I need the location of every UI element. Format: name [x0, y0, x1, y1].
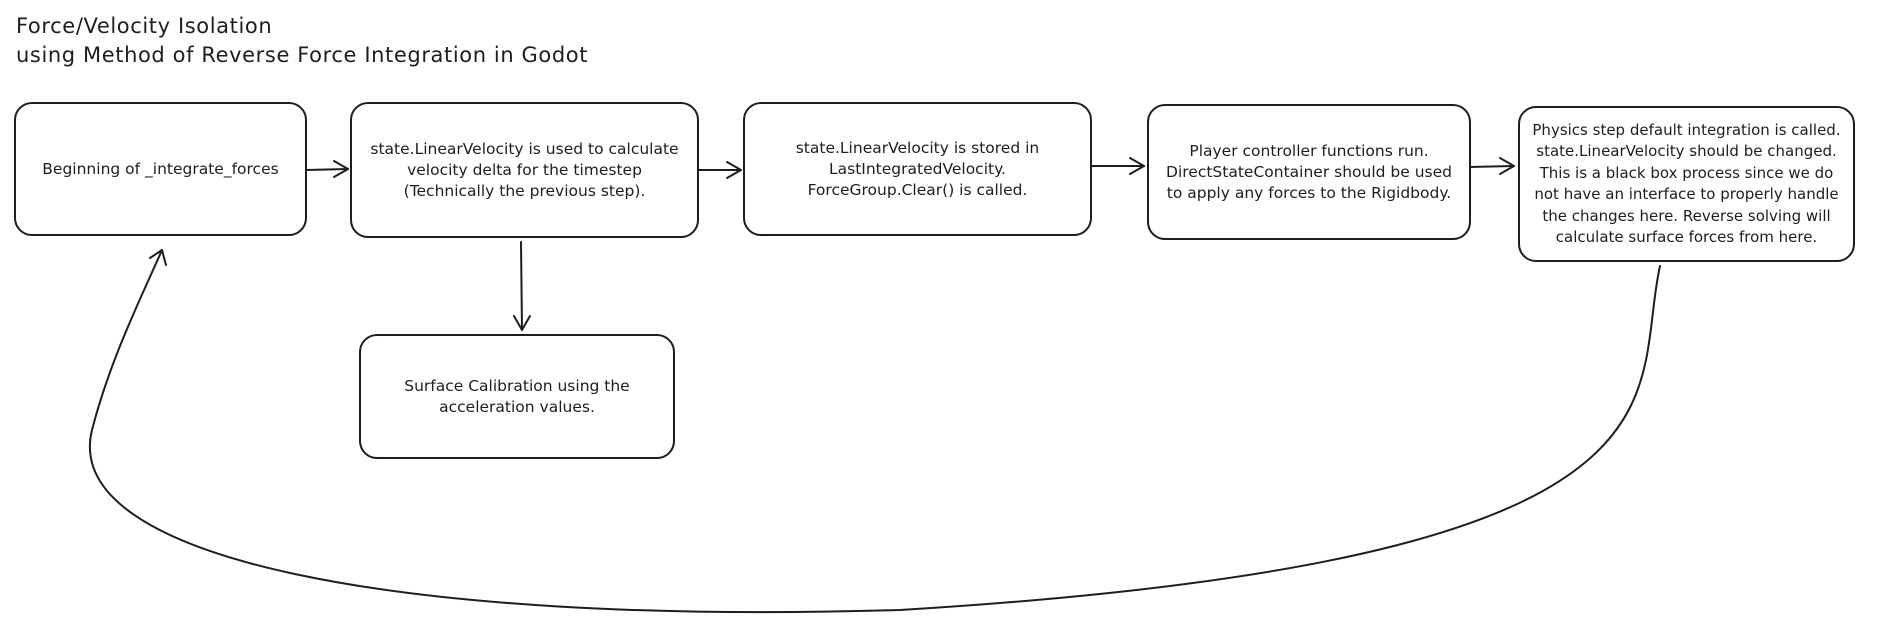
edge-n5-n1: [89, 249, 1661, 614]
node-store-last-velocity: state.LinearVelocity is stored in LastIn…: [743, 102, 1092, 236]
node-label: state.LinearVelocity is used to calculat…: [370, 139, 679, 200]
edge-n2-n3: [697, 161, 742, 179]
node-label: Beginning of _integrate_forces: [42, 159, 279, 178]
edge-n2-n6: [513, 241, 531, 331]
node-physics-step: Physics step default integration is call…: [1518, 106, 1855, 262]
node-label: Physics step default integration is call…: [1532, 120, 1841, 247]
diagram-title-line-2: using Method of Reverse Force Integratio…: [16, 43, 589, 67]
node-velocity-delta: state.LinearVelocity is used to calculat…: [350, 102, 699, 238]
node-beginning-integrate-forces: Beginning of _integrate_forces: [14, 102, 307, 236]
node-surface-calibration: Surface Calibration using the accelerati…: [359, 334, 675, 459]
node-label: Player controller functions run. DirectS…: [1166, 141, 1452, 202]
node-label: Surface Calibration using the accelerati…: [404, 376, 630, 416]
node-label: state.LinearVelocity is stored in LastIn…: [795, 138, 1040, 199]
edge-n1-n2: [305, 160, 349, 178]
diagram-title: Force/Velocity Isolation using Method of…: [16, 12, 588, 70]
node-player-controller: Player controller functions run. DirectS…: [1147, 104, 1471, 240]
diagram-title-line-1: Force/Velocity Isolation: [16, 14, 273, 38]
edge-n3-n4: [1089, 157, 1145, 175]
edge-n4-n5: [1468, 157, 1515, 175]
